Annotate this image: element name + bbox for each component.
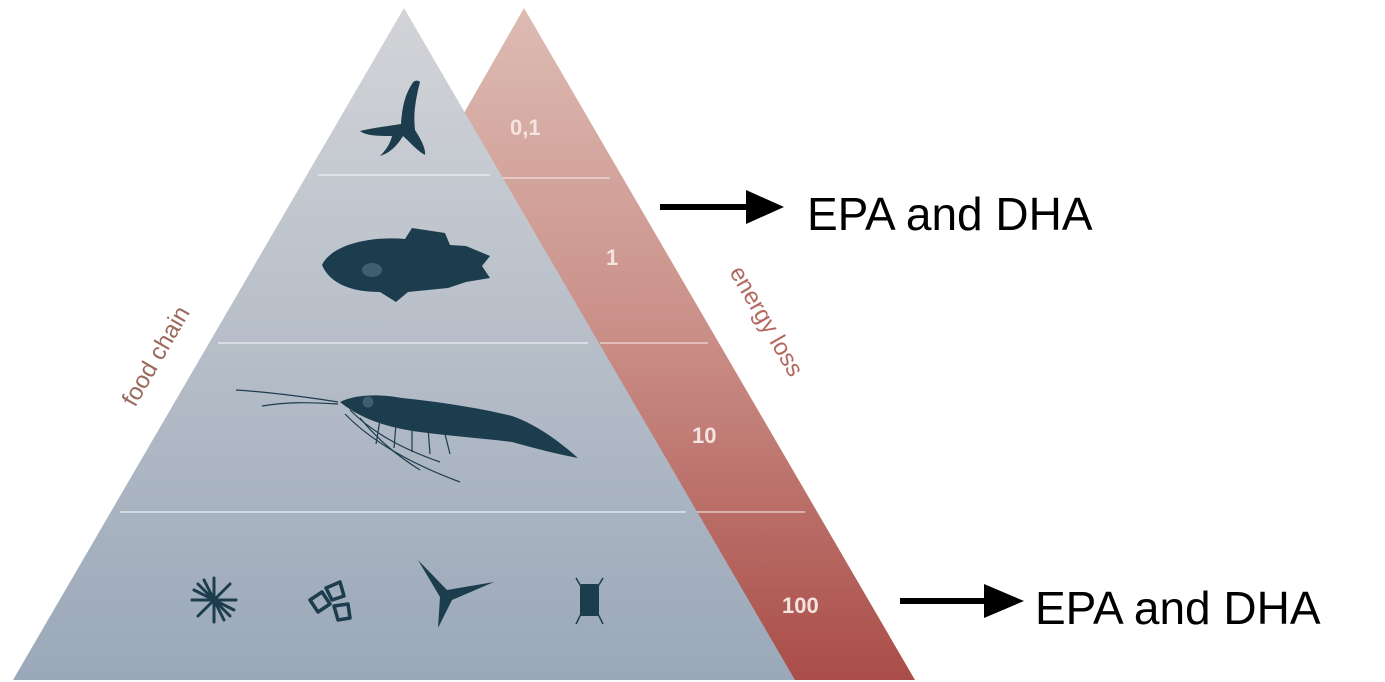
energy-value-level-3: 10 — [692, 423, 716, 448]
fish-icon — [322, 228, 490, 302]
energy-value-level-1: 0,1 — [510, 115, 541, 140]
energy-value-level-2: 1 — [606, 245, 618, 270]
phytoplankton-diatom-icon — [575, 577, 604, 625]
food-chain-dividers — [120, 174, 686, 513]
phytoplankton-star-icon — [190, 576, 238, 624]
seal-icon — [360, 80, 426, 156]
callout-epa-dha-top: EPA and DHA — [807, 188, 1093, 240]
arrow-icon-bottom — [900, 584, 1024, 618]
callout-epa-dha-bottom: EPA and DHA — [1035, 582, 1321, 634]
phytoplankton-tripod-icon — [418, 560, 494, 628]
phytoplankton-cluster-icon — [308, 580, 352, 622]
arrow-icon-top — [660, 190, 784, 224]
energy-value-level-4: 100 — [782, 593, 819, 618]
krill-icon — [235, 389, 578, 483]
energy-loss-label: energy loss — [724, 262, 809, 382]
